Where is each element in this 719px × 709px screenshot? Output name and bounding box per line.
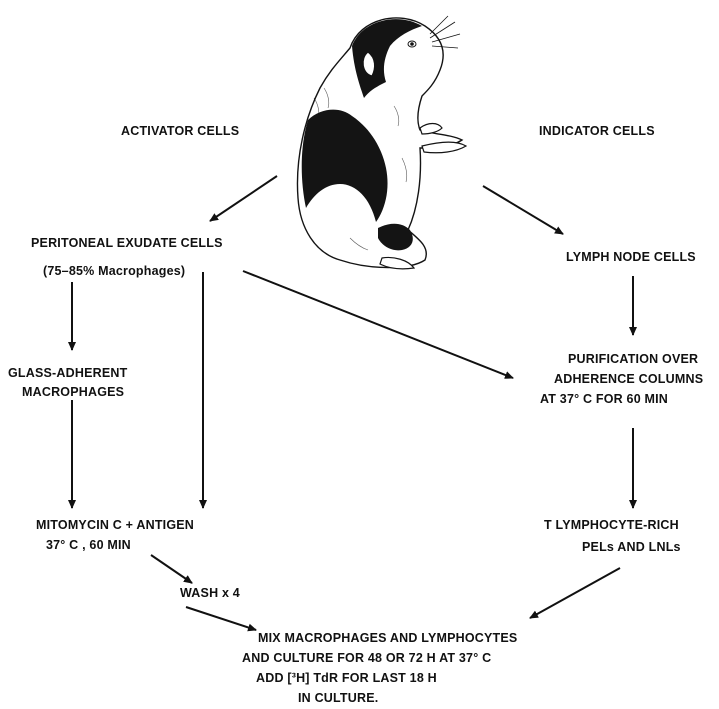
mix-line-3: ADD [³H] TdR FOR LAST 18 H	[256, 671, 437, 686]
mitomycin-line-1: MITOMYCIN C + ANTIGEN	[36, 518, 194, 533]
arrow-mito-to-wash	[151, 555, 192, 583]
arrow-animal-to-pec	[210, 176, 277, 221]
glass-adherent-line-2: MACROPHAGES	[22, 385, 124, 400]
pec-line-1: PERITONEAL EXUDATE CELLS	[31, 236, 223, 251]
t-lymphocyte-line-2: PELs AND LNLs	[582, 540, 681, 555]
indicator-cells-header: INDICATOR CELLS	[539, 124, 655, 139]
mix-line-4: IN CULTURE.	[298, 691, 378, 706]
mix-line-2: AND CULTURE FOR 48 OR 72 H AT 37° C	[242, 651, 491, 666]
mitomycin-line-2: 37° C , 60 MIN	[46, 538, 131, 553]
wash-label: WASH x 4	[180, 586, 240, 601]
purification-line-2: ADHERENCE COLUMNS	[554, 372, 703, 387]
lymph-node-cells: LYMPH NODE CELLS	[566, 250, 696, 265]
mix-line-1: MIX MACROPHAGES AND LYMPHOCYTES	[258, 631, 517, 646]
glass-adherent-line-1: GLASS-ADHERENT	[8, 366, 127, 381]
purification-line-3: AT 37° C FOR 60 MIN	[540, 392, 668, 407]
pec-line-2: (75–85% Macrophages)	[43, 264, 185, 279]
activator-cells-header: ACTIVATOR CELLS	[121, 124, 239, 139]
arrow-t-to-mix	[530, 568, 620, 618]
purification-line-1: PURIFICATION OVER	[568, 352, 698, 367]
t-lymphocyte-line-1: T LYMPHOCYTE-RICH	[544, 518, 679, 533]
arrow-wash-to-mix	[186, 607, 256, 630]
arrow-pec-to-purification	[243, 271, 513, 378]
arrow-animal-to-lymph	[483, 186, 563, 234]
